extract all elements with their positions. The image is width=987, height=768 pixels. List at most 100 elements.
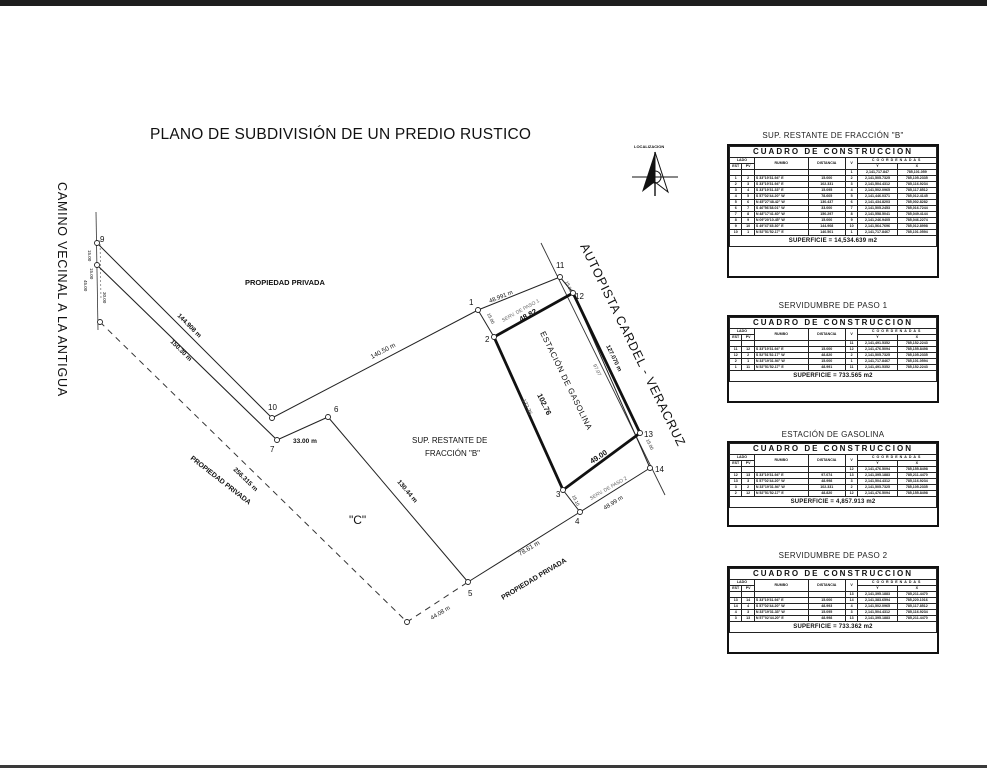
vertex-12-marker	[570, 290, 576, 296]
table-surface: SUPERFICIE = 4,857.913 m2	[729, 496, 937, 508]
vertex-5-label: 5	[468, 589, 473, 598]
vertex-5-marker	[465, 579, 471, 585]
table-title: ESTACIÓN DE GASOLINA	[781, 430, 885, 439]
vertex-1-label: 1	[469, 298, 474, 307]
table-title: SERVIDUMBRE DE PASO 2	[778, 551, 888, 560]
table-surface: SUPERFICIE = 733.565 m2	[729, 370, 937, 382]
plan-title: PLANO DE SUBDIVISIÓN DE UN PREDIO RUSTIC…	[150, 126, 532, 143]
top-border-bar	[0, 0, 987, 6]
vertex-6-label: 6	[334, 405, 339, 414]
table-surface: SUPERFICIE = 733.362 m2	[729, 621, 937, 633]
dim-44: 44.08 m	[430, 605, 452, 621]
dim-left-a: 15.00	[87, 250, 92, 262]
vertex-c-marker	[97, 319, 103, 325]
vertex-9-marker	[94, 240, 100, 246]
boundary-3-4	[562, 489, 581, 513]
vertex-7-label: 7	[270, 445, 275, 454]
header-distancia: DISTANCIA	[807, 157, 846, 170]
sup-restante-label-2: FRACCIÓN "B"	[425, 449, 480, 458]
table-surface: SUPERFICIE = 14,534.639 m2	[729, 235, 937, 247]
gas-station-label: ESTACIÓN DE GASOLINA	[538, 330, 594, 432]
header-v: V	[844, 454, 859, 467]
vertex-6-marker	[325, 414, 331, 420]
vertex-12-label: 12	[575, 292, 584, 301]
vertex-3-label: 3	[556, 490, 561, 499]
sup-restante-label-1: SUP. RESTANTE DE	[412, 436, 487, 445]
boundary-9-10-1	[96, 242, 561, 419]
dim-4-14: 48.99 m	[603, 495, 625, 512]
dim-left-b: 45.00	[83, 280, 88, 292]
vertex-9-label: 9	[100, 235, 105, 244]
header-v: V	[844, 157, 859, 170]
vertex-2-marker	[491, 334, 497, 340]
vertex-13-label: 13	[644, 430, 653, 439]
header-v: V	[844, 328, 859, 341]
header-distancia: DISTANCIA	[807, 454, 846, 467]
header-v: V	[844, 579, 859, 592]
dim-1-2: 15.00	[486, 312, 496, 325]
vertex-2-label: 2	[485, 335, 490, 344]
table-title: SUP. RESTANTE DE FRACCIÓN "B"	[762, 131, 904, 140]
vertex-1-marker	[475, 307, 481, 313]
dim-11-12: 15.00	[564, 280, 574, 293]
vertex-7-marker	[274, 437, 280, 443]
vertex-4-marker	[577, 509, 583, 515]
dim-13-14: 15.00	[645, 438, 655, 451]
vertex-10-marker	[269, 415, 275, 421]
header-rumbo: RUMBO	[753, 328, 809, 341]
header-distancia: DISTANCIA	[807, 328, 846, 341]
road-left-label: CAMINO VECINAL A LA ANTIGUA	[55, 182, 69, 397]
table-caption: CUADRO DE CONSTRUCCION	[729, 443, 937, 455]
header-rumbo: RUMBO	[753, 579, 809, 592]
dim-5-4: 78.61 m	[517, 540, 541, 558]
boundary-1-2	[477, 309, 495, 338]
fraccion-c-dashed-boundary	[99, 321, 469, 623]
propiedad-privada-top: PROPIEDAD PRIVADA	[245, 278, 325, 287]
dim-3-4: 15.10	[571, 494, 581, 507]
location-label: LOCALIZACION	[634, 144, 665, 149]
dim-left-c: 30.00	[102, 292, 107, 304]
boundary-4-14	[579, 467, 651, 513]
vertex-14-marker	[647, 465, 653, 471]
vertex-8-marker	[94, 262, 100, 268]
vertex-c2-marker	[404, 619, 410, 625]
boundary-9-7	[96, 264, 329, 441]
road-right-line	[540, 242, 666, 496]
dim-left-d: 15.00	[89, 268, 94, 280]
header-rumbo: RUMBO	[753, 454, 809, 467]
vertex-11-label: 11	[556, 261, 565, 270]
header-distancia: DISTANCIA	[807, 579, 846, 592]
dim-150: 150.30 m	[169, 338, 194, 363]
dim-132: 132.36	[520, 398, 533, 416]
boundary-11-12	[559, 276, 574, 294]
dim-7-6: 33.00 m	[293, 438, 317, 445]
table-caption: CUADRO DE CONSTRUCCION	[729, 317, 937, 329]
boundary-6-5	[327, 416, 469, 583]
road-left-line	[95, 211, 99, 331]
dim-10-1: 140.50 m	[370, 342, 397, 361]
vertex-4-label: 4	[575, 517, 580, 526]
vertex-3-marker	[560, 487, 566, 493]
north-arrow-icon	[632, 151, 678, 196]
header-rumbo: RUMBO	[753, 157, 809, 170]
boundary-5-4	[467, 511, 581, 583]
table-title: SERVIDUMBRE DE PASO 1	[778, 301, 888, 310]
vertex-13-marker	[637, 430, 643, 436]
dim-12-13: 127.070 m	[604, 344, 622, 372]
table-caption: CUADRO DE CONSTRUCCION	[729, 146, 937, 158]
vertex-10-label: 10	[268, 403, 277, 412]
